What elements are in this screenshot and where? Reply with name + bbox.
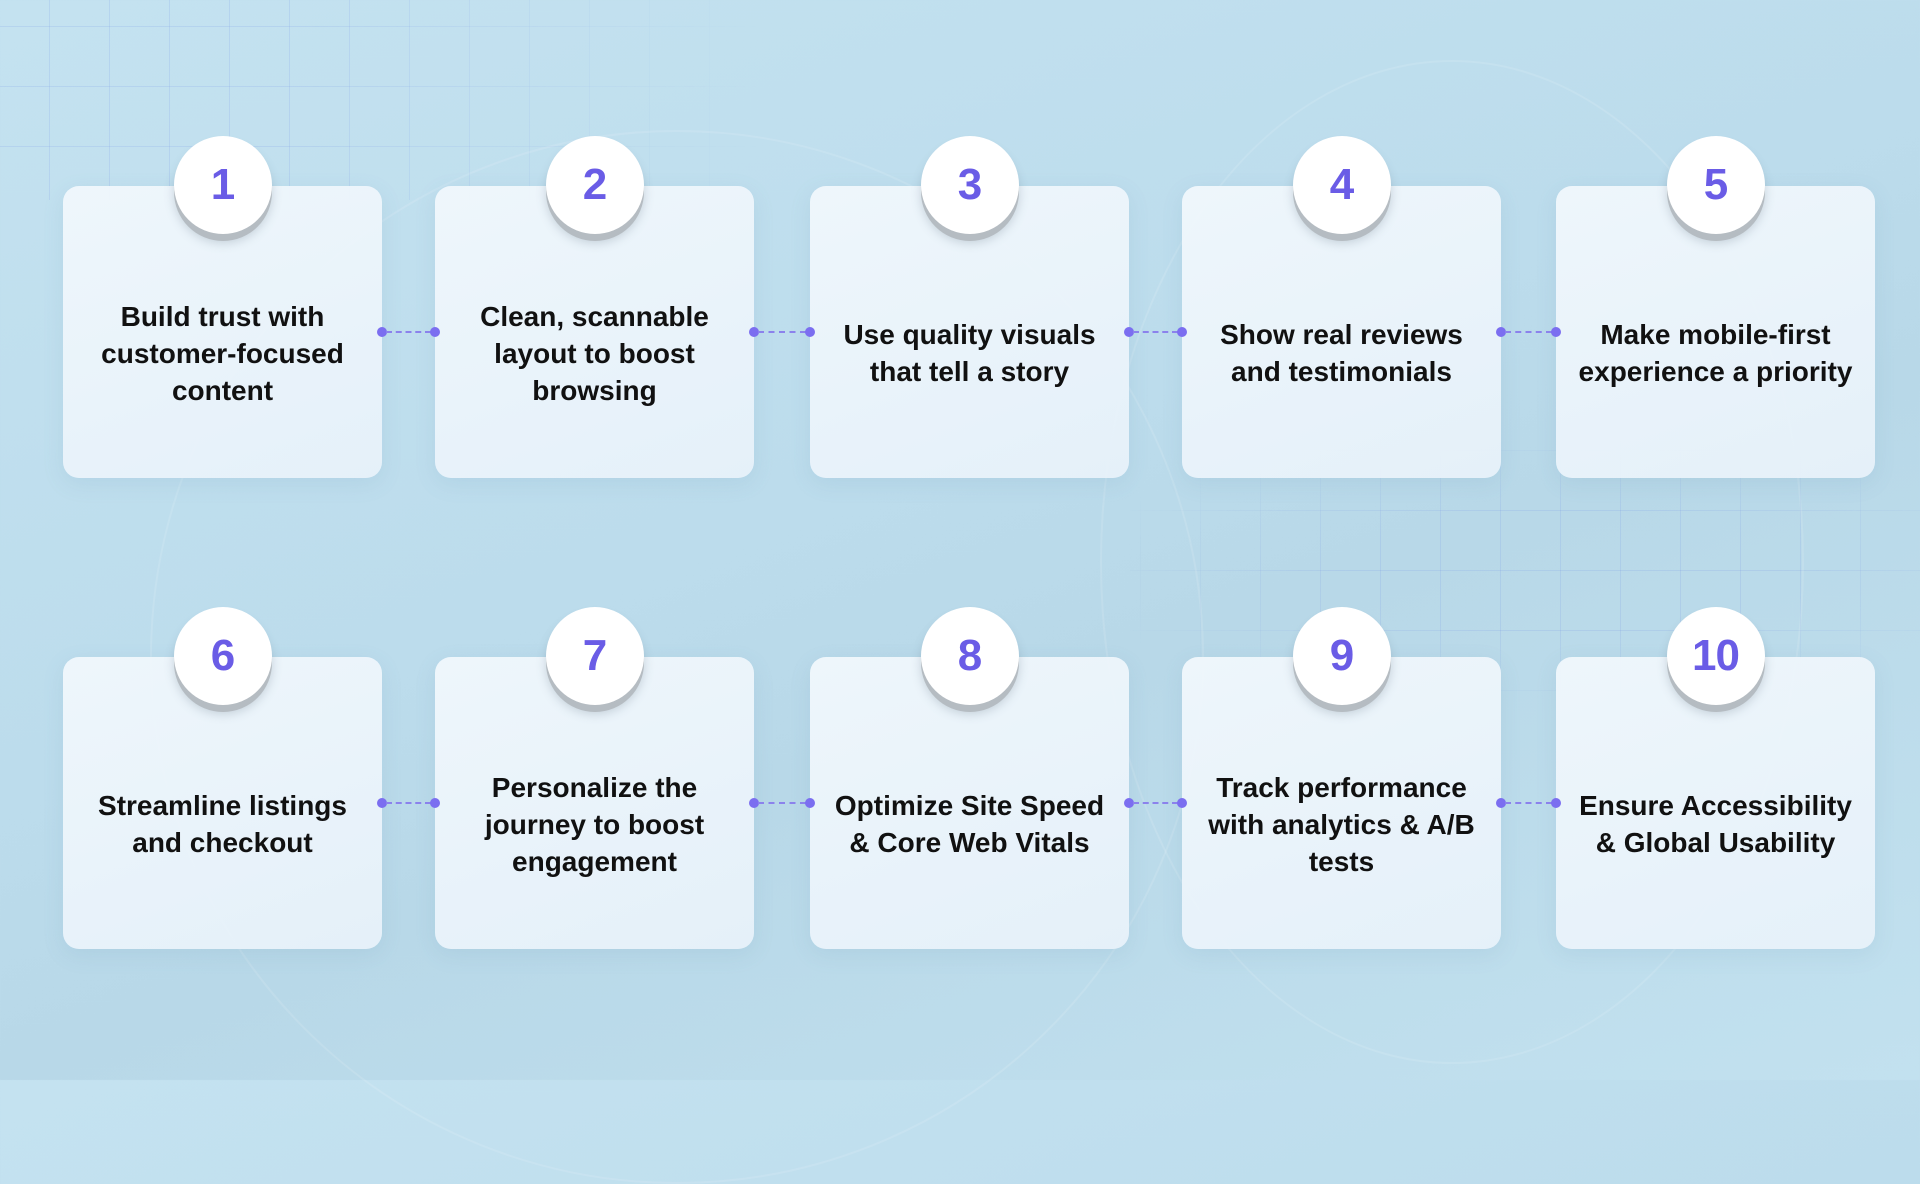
step-number-badge: 10 (1666, 607, 1765, 705)
step-text: Streamline listings and checkout (98, 790, 347, 858)
connector-line (1133, 802, 1178, 804)
connector-dot (749, 798, 759, 808)
dotted-connector (377, 797, 440, 809)
connector-line (758, 331, 806, 333)
connector-dot (1496, 327, 1506, 337)
step-card-1: 1 Build trust with customer-focused cont… (63, 136, 382, 478)
step-number-badge: 9 (1292, 607, 1391, 705)
step-text: Use quality visuals that tell a story (843, 319, 1096, 387)
connector-line (386, 331, 431, 333)
step-card-7: 7 Personalize the journey to boost engag… (435, 607, 754, 949)
step-number-badge: 3 (920, 136, 1019, 234)
step-number-badge: 8 (920, 607, 1019, 705)
step-number-badge: 4 (1292, 136, 1391, 234)
connector-dot (377, 798, 387, 808)
step-card-3: 3 Use quality visuals that tell a story (810, 136, 1129, 478)
step-card-6: 6 Streamline listings and checkout (63, 607, 382, 949)
dotted-connector (1124, 326, 1187, 338)
step-number-badge: 7 (545, 607, 644, 705)
connector-line (1505, 802, 1552, 804)
step-number-badge: 6 (173, 607, 272, 705)
step-text: Personalize the journey to boost engagem… (484, 771, 705, 877)
connector-dot (1177, 327, 1187, 337)
step-number-badge: 5 (1666, 136, 1765, 234)
step-text: Make mobile-first experience a priority (1578, 319, 1853, 387)
connector-dot (1124, 327, 1134, 337)
step-number-badge: 2 (545, 136, 644, 234)
connector-line (1133, 331, 1178, 333)
connector-dot (1124, 798, 1134, 808)
step-number-badge: 1 (173, 136, 272, 234)
connector-dot (1496, 798, 1506, 808)
connector-dot (430, 798, 440, 808)
dotted-connector (1496, 326, 1561, 338)
connector-dot (430, 327, 440, 337)
step-card-10: 10 Ensure Accessibility & Global Usabili… (1556, 607, 1875, 949)
connector-line (758, 802, 806, 804)
step-text: Optimize Site Speed & Core Web Vitals (834, 790, 1105, 858)
connector-dot (1551, 327, 1561, 337)
step-text: Build trust with customer-focused conten… (101, 300, 344, 406)
connector-dot (749, 327, 759, 337)
dotted-connector (1124, 797, 1187, 809)
connector-line (1505, 331, 1552, 333)
dotted-connector (1496, 797, 1561, 809)
step-card-8: 8 Optimize Site Speed & Core Web Vitals (810, 607, 1129, 949)
connector-dot (805, 327, 815, 337)
step-card-9: 9 Track performance with analytics & A/B… (1182, 607, 1501, 949)
step-text: Show real reviews and testimonials (1220, 319, 1463, 387)
connector-dot (805, 798, 815, 808)
dotted-connector (749, 797, 815, 809)
connector-dot (377, 327, 387, 337)
connector-dot (1551, 798, 1561, 808)
dotted-connector (377, 326, 440, 338)
step-card-4: 4 Show real reviews and testimonials (1182, 136, 1501, 478)
step-text: Ensure Accessibility & Global Usability (1579, 790, 1852, 858)
connector-line (386, 802, 431, 804)
dotted-connector (749, 326, 815, 338)
step-card-2: 2 Clean, scannable layout to boost brows… (435, 136, 754, 478)
step-card-5: 5 Make mobile-first experience a priorit… (1556, 136, 1875, 478)
background-arc (1100, 60, 1804, 1064)
connector-dot (1177, 798, 1187, 808)
step-text: Track performance with analytics & A/B t… (1208, 771, 1475, 877)
step-text: Clean, scannable layout to boost browsin… (480, 300, 709, 406)
